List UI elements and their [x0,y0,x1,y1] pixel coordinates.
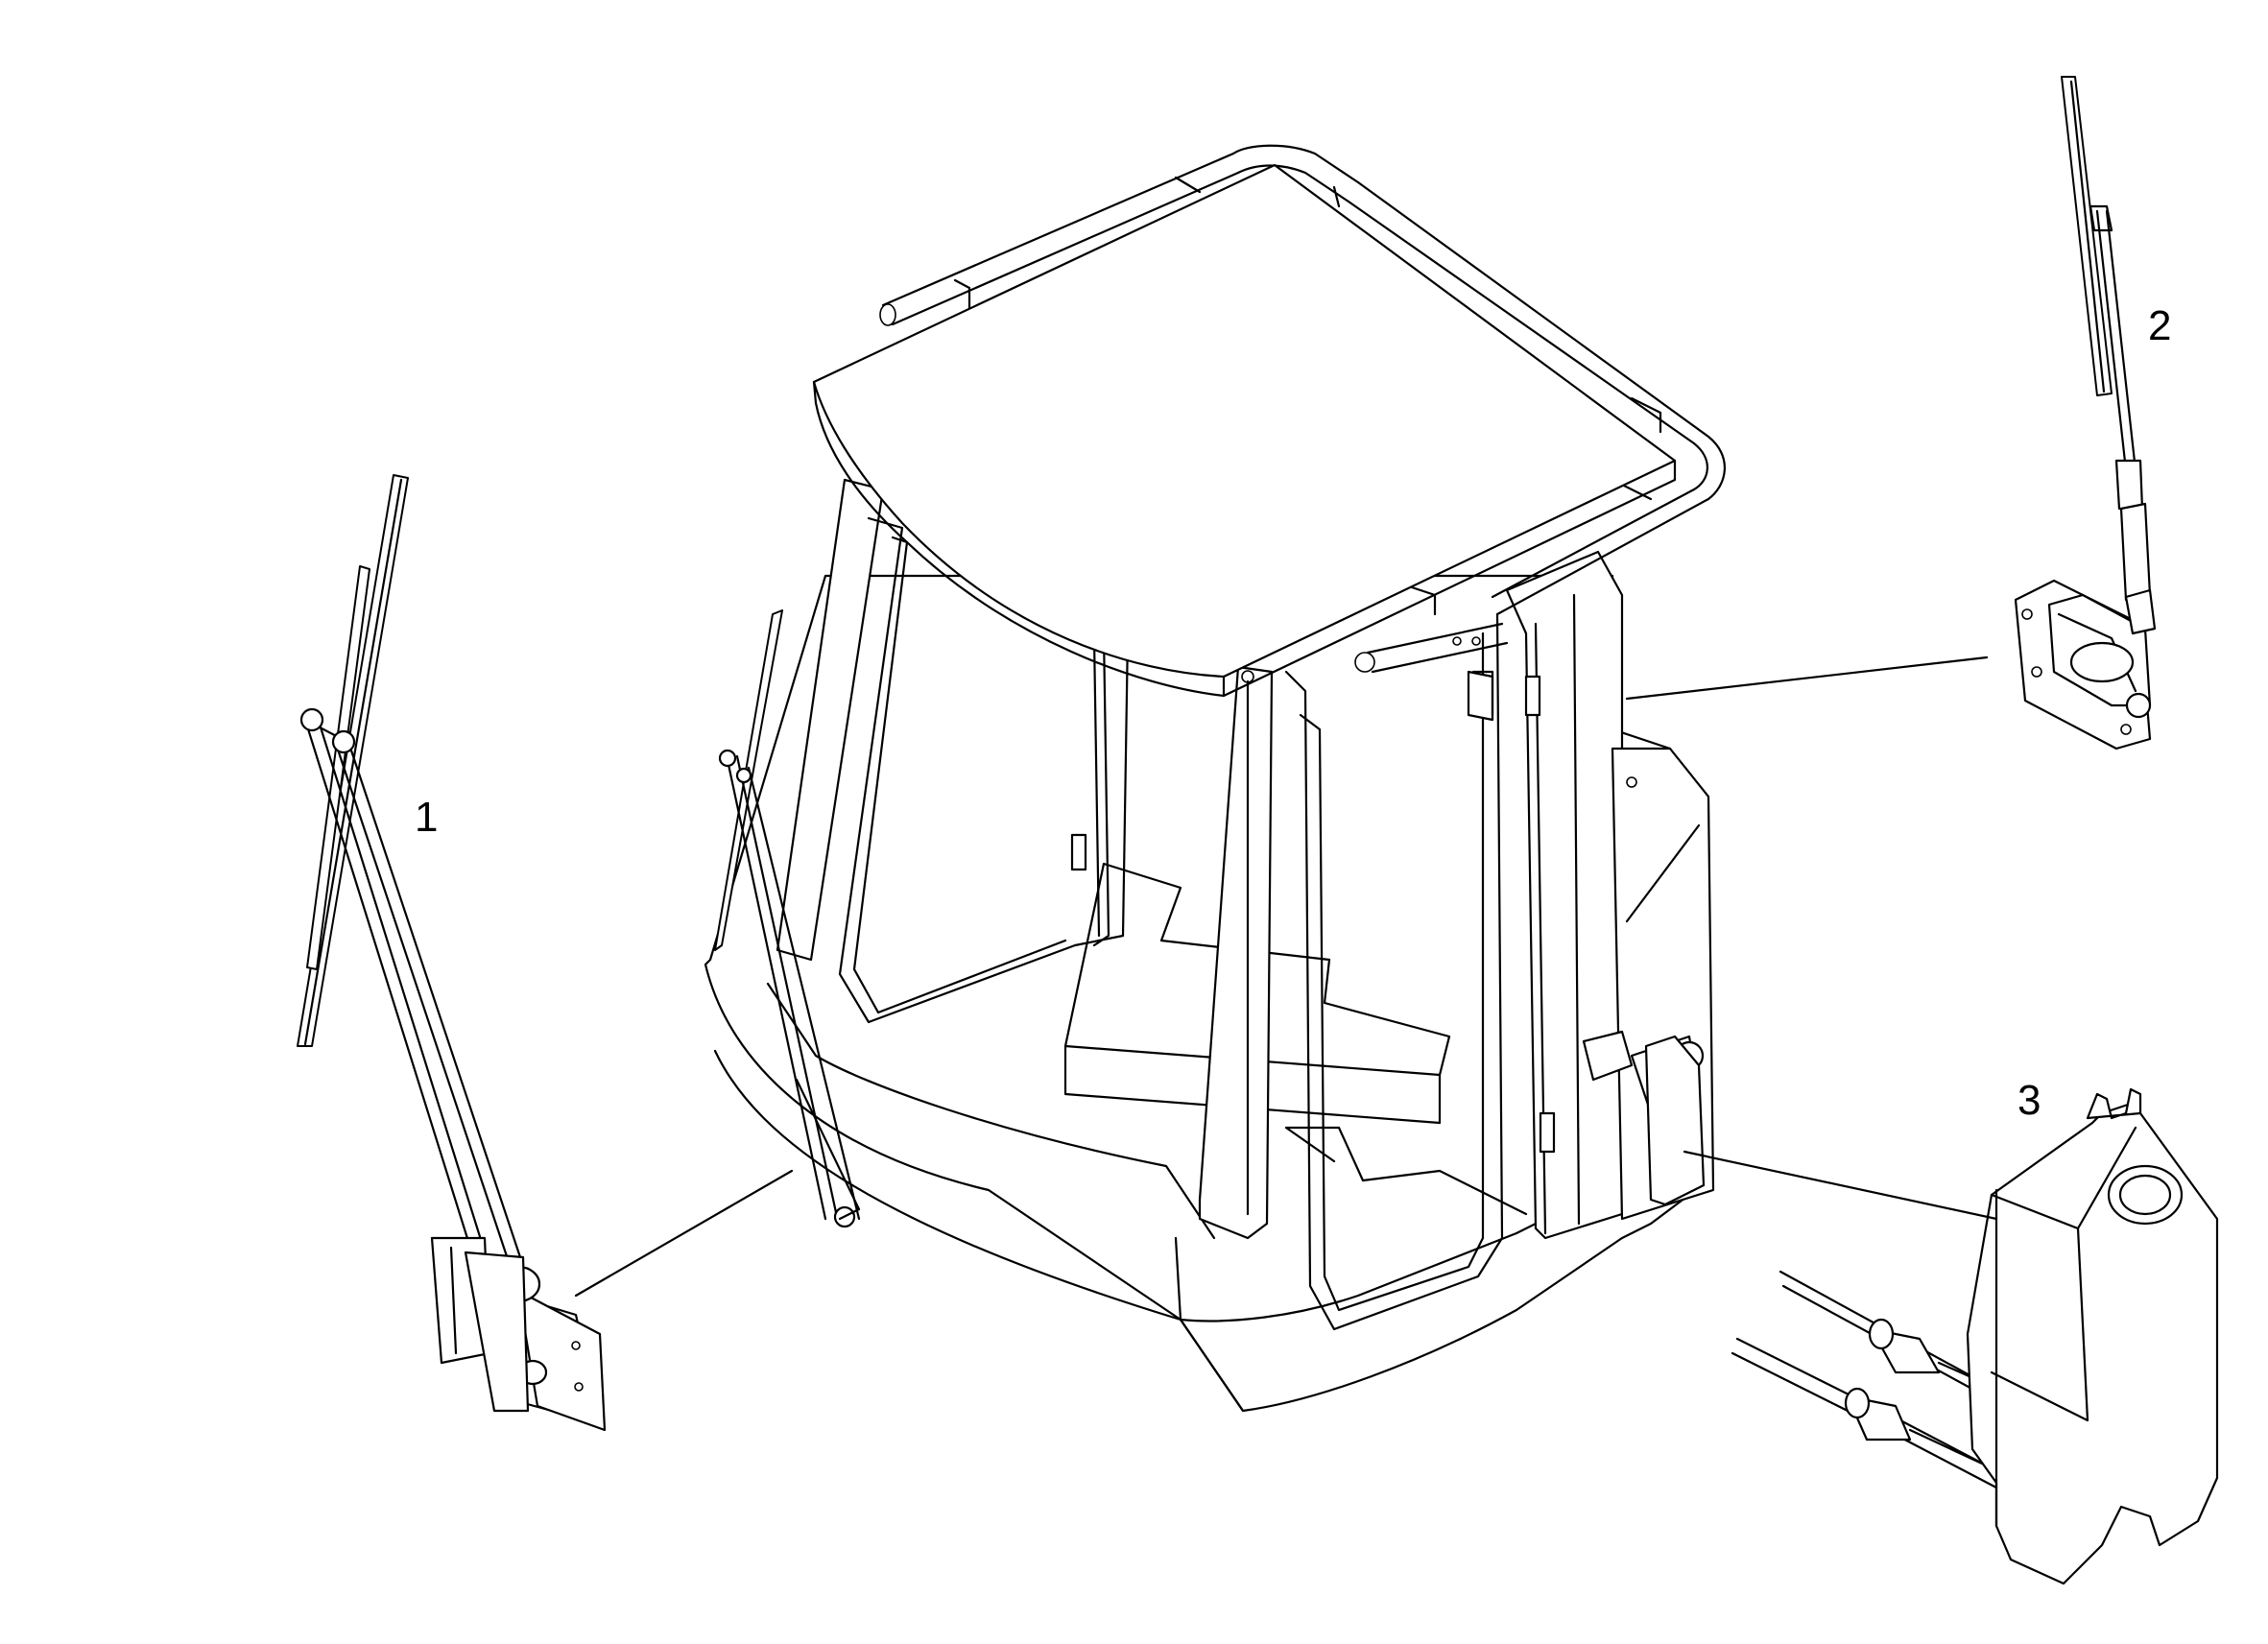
leader-line-3 [1683,1150,1998,1221]
cab-roof-panel [812,163,1677,679]
cab-door-frame [1284,612,1504,1331]
wiper-arm-1-pivot-a [299,707,324,732]
wiper-arm-2-hub [2119,502,2152,602]
cab-floor [766,982,1216,1240]
cab-washer-tank [1644,1035,1706,1206]
cab-door-hinge-upper [1524,675,1541,717]
cab-front-wiper-arm [726,758,827,1221]
wiper-motor-2-port [2069,641,2135,683]
wiper-arm-1a [303,718,472,1250]
washer-hose-b [1735,1337,1854,1398]
part-2-rear-wiper-assembly [2014,76,2157,751]
callout-3: 3 [2017,1077,2041,1124]
cab-mount-block [1582,1030,1634,1082]
callout-1: 1 [415,794,439,841]
leader-lines [574,655,1998,1298]
leader-line-2 [1625,655,1989,701]
operator-cab [704,144,1726,1413]
leader-line-1 [574,1169,794,1298]
part-1-front-wiper-assembly [297,474,607,1432]
wiper-arm-1b [334,742,511,1264]
wiper-blade-1b [306,565,370,970]
part-3-washer-reservoir [1731,1087,2219,1585]
wiper-arm-2 [2095,209,2128,472]
callout-2: 2 [2148,302,2172,349]
cab-roof-rail [881,144,1360,307]
wiper-arm-1-pivot-b [331,729,356,754]
washer-tank-body [1966,1102,2219,1585]
washer-tank-tab [2086,1087,2142,1120]
wiper-motor-2-connector [2125,692,2152,719]
cab-window-hinge [1070,833,1087,871]
cab-front-window-frame [838,516,1130,1024]
cab-door-hinge-lower [1539,1111,1556,1154]
cab-base [704,574,1701,1413]
cab-base-rim [713,1049,1624,1322]
